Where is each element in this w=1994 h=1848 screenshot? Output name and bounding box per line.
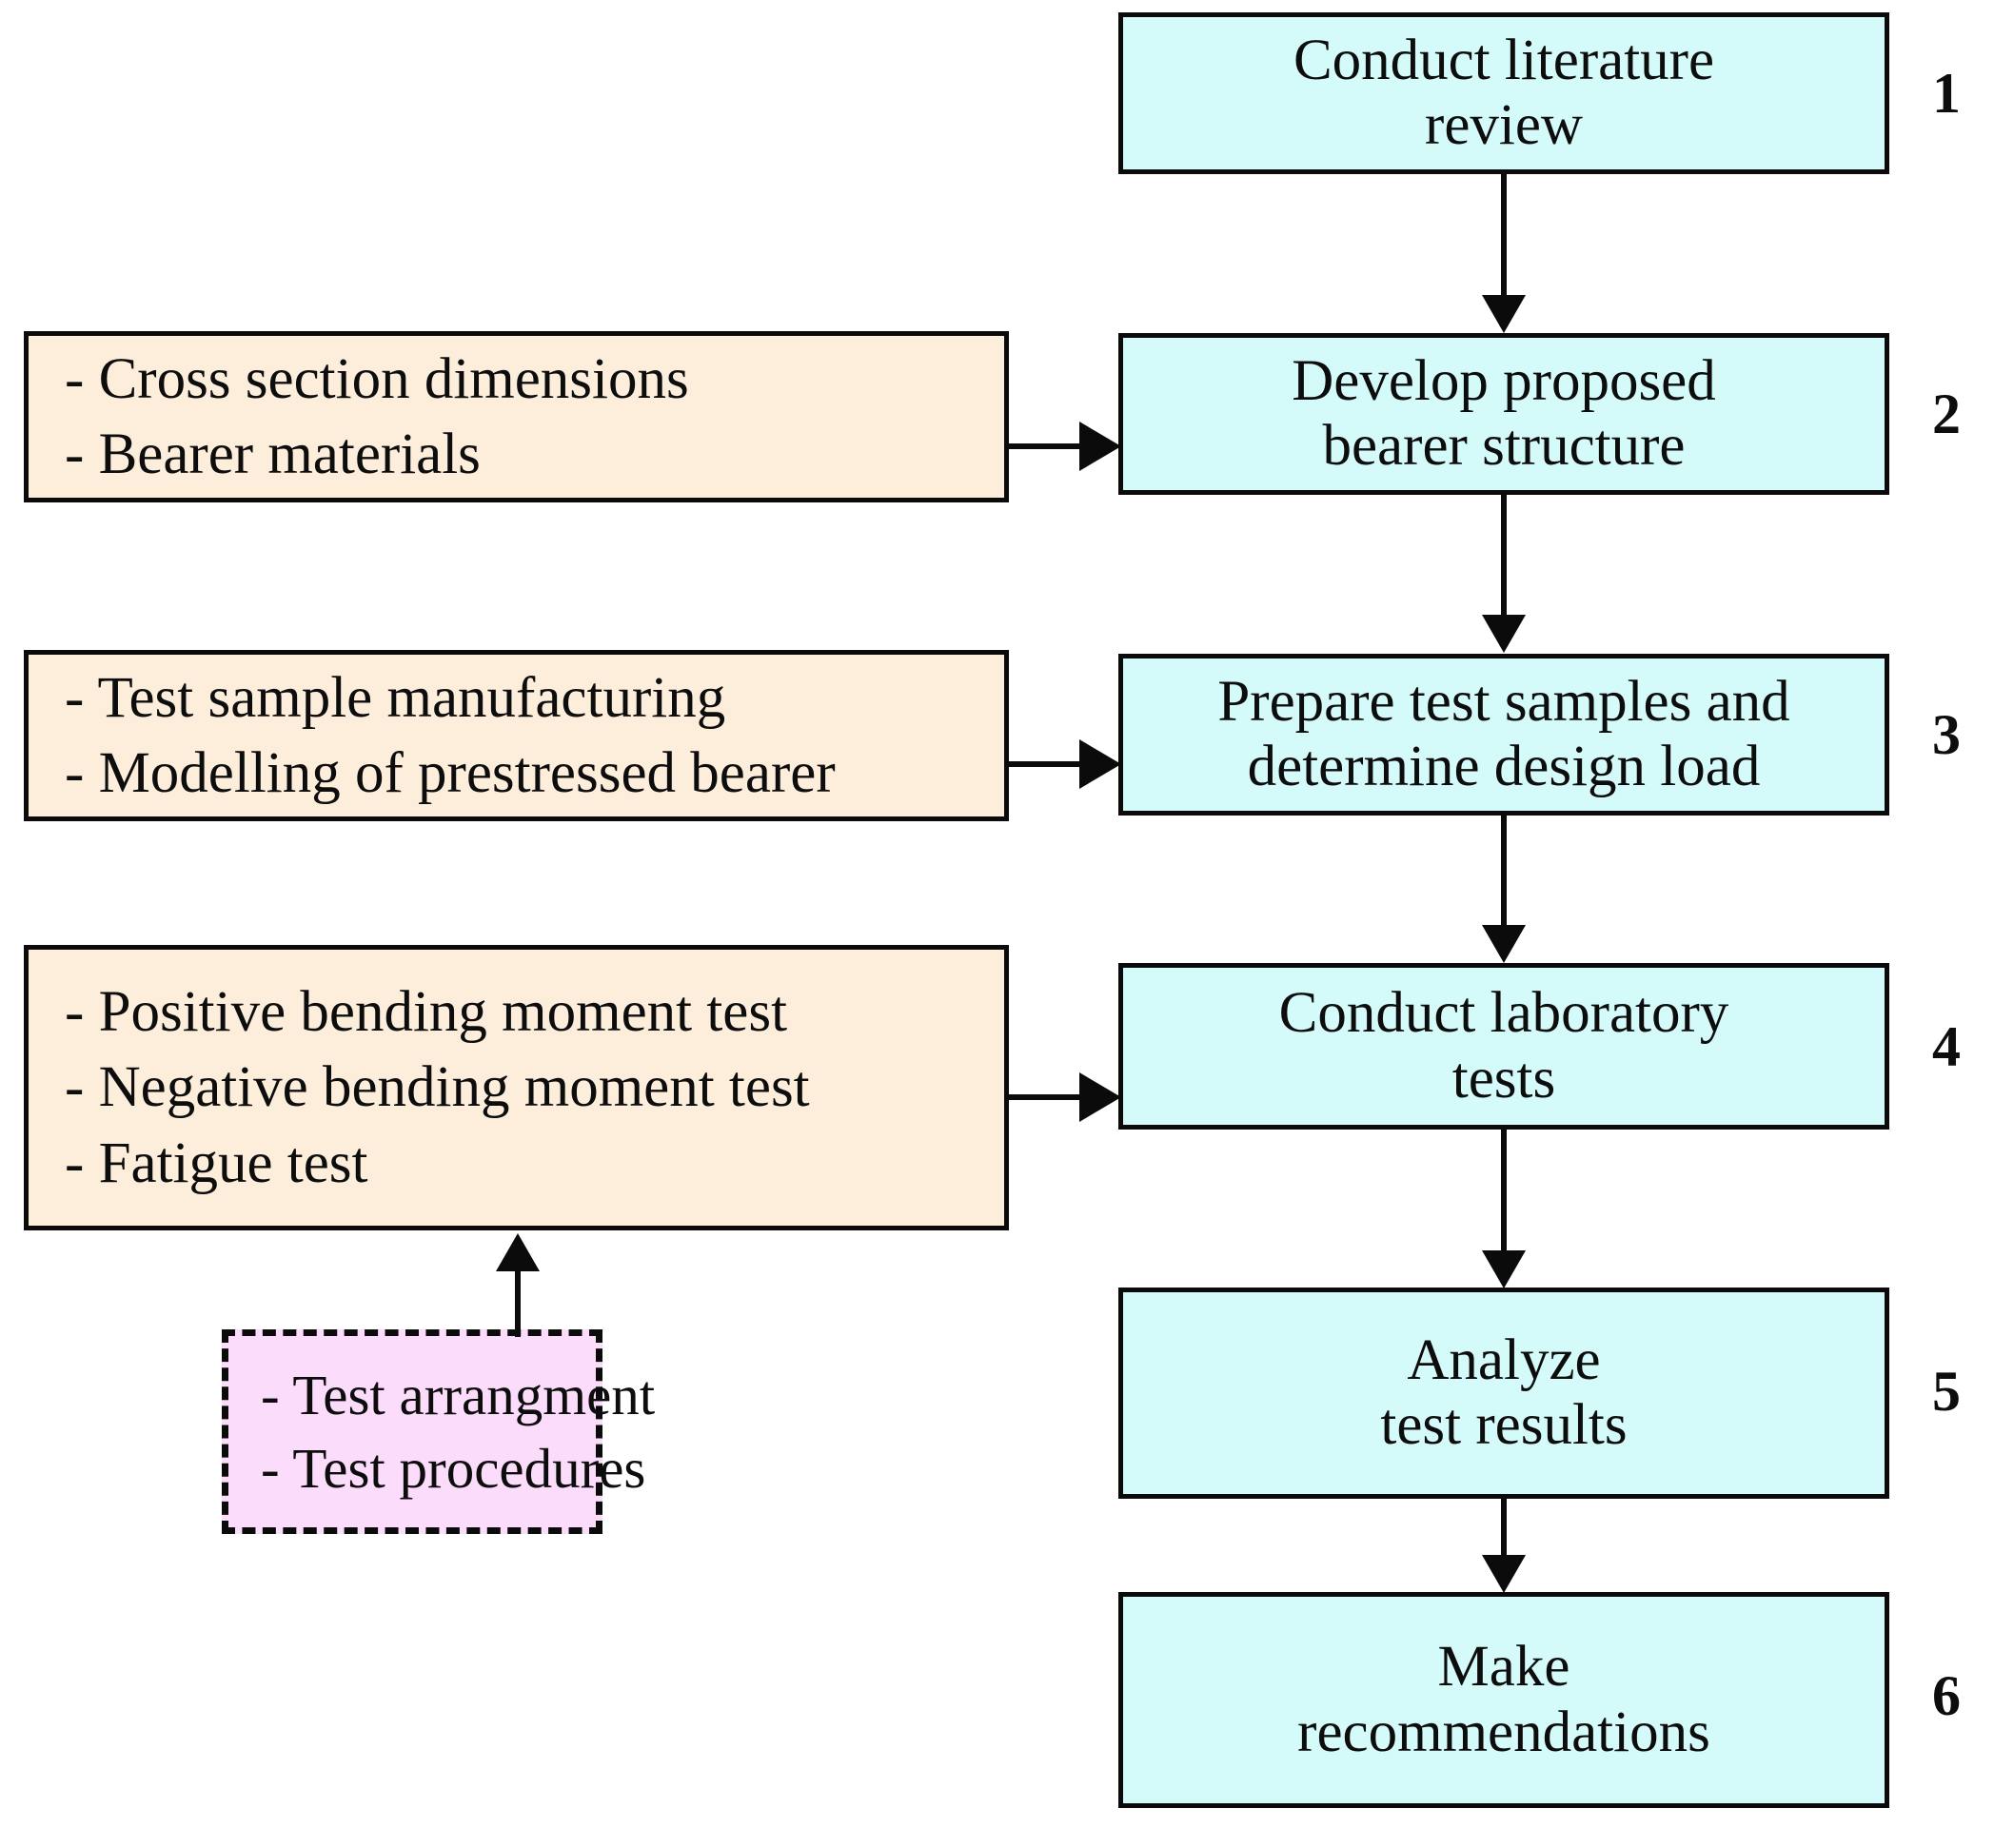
connector-input1-box2-arrowhead bbox=[1079, 422, 1121, 471]
process-box-4-line-2: tests bbox=[1451, 1046, 1556, 1111]
step-number-1: 1 bbox=[1932, 62, 1961, 125]
process-box-2-line-1: Develop proposed bbox=[1292, 348, 1716, 413]
process-box-3: Prepare test samples and determine desig… bbox=[1118, 654, 1889, 816]
input-box-3: - Positive bending moment test - Negativ… bbox=[24, 945, 1009, 1230]
input-box-3-line-2: - Negative bending moment test bbox=[65, 1055, 810, 1120]
input-box-3-line-3: - Fatigue test bbox=[65, 1130, 368, 1195]
step-number-5: 5 bbox=[1932, 1360, 1961, 1423]
connector-4-5-line bbox=[1501, 1130, 1507, 1253]
connector-input1-box2-line bbox=[1009, 443, 1083, 449]
process-box-1-line-2: review bbox=[1425, 93, 1583, 157]
connector-5-6-line bbox=[1501, 1499, 1507, 1558]
input-box-1-line-2: - Bearer materials bbox=[65, 423, 481, 486]
dashed-note-box: - Test arrangment - Test procedures bbox=[222, 1329, 655, 1534]
process-box-4-line-1: Conduct laboratory bbox=[1278, 981, 1729, 1046]
input-box-1-line-1: - Cross section dimensions bbox=[65, 346, 689, 411]
connector-4-5-arrowhead bbox=[1482, 1250, 1526, 1288]
process-box-2: Develop proposed bearer structure bbox=[1118, 333, 1889, 495]
connector-5-6-arrowhead bbox=[1482, 1555, 1526, 1593]
process-box-6-line-2: recommendations bbox=[1297, 1700, 1710, 1764]
process-box-4: Conduct laboratory tests bbox=[1118, 963, 1889, 1130]
step-number-6: 6 bbox=[1932, 1664, 1961, 1727]
process-box-2-line-2: bearer structure bbox=[1322, 414, 1686, 478]
input-box-1: - Cross section dimensions - Bearer mate… bbox=[24, 331, 1009, 502]
input-box-2-line-2: - Modelling of prestressed bearer bbox=[65, 741, 836, 805]
process-box-5: Analyze test results bbox=[1118, 1288, 1889, 1499]
connector-1-2-line bbox=[1501, 174, 1507, 298]
connector-input3-box4-line bbox=[1009, 1094, 1083, 1100]
connector-1-2-arrowhead bbox=[1482, 295, 1526, 333]
dashed-note-line-1: - Test arrangment bbox=[261, 1363, 656, 1426]
process-box-5-line-2: test results bbox=[1380, 1393, 1628, 1457]
connector-3-4-arrowhead bbox=[1482, 925, 1526, 963]
step-number-3: 3 bbox=[1932, 703, 1961, 766]
process-box-6: Make recommendations bbox=[1118, 1592, 1889, 1808]
process-box-1: Conduct literature review bbox=[1118, 12, 1889, 174]
process-box-3-line-1: Prepare test samples and bbox=[1217, 669, 1790, 734]
step-number-4: 4 bbox=[1932, 1015, 1961, 1078]
process-box-3-line-2: determine design load bbox=[1247, 735, 1761, 798]
dashed-note-line-2: - Test procedures bbox=[261, 1436, 646, 1500]
input-box-2-line-1: - Test sample manufacturing bbox=[65, 665, 726, 730]
connector-2-3-line bbox=[1501, 495, 1507, 617]
input-box-3-line-1: - Positive bending moment test bbox=[65, 980, 788, 1045]
connector-input2-box3-line bbox=[1009, 761, 1083, 767]
connector-2-3-arrowhead bbox=[1482, 615, 1526, 653]
process-box-6-line-1: Make bbox=[1437, 1635, 1570, 1700]
connector-dashed-input3-line bbox=[515, 1270, 521, 1337]
connector-3-4-line bbox=[1501, 816, 1507, 928]
connector-input2-box3-arrowhead bbox=[1079, 739, 1121, 789]
connector-dashed-input3-arrowhead bbox=[496, 1233, 540, 1271]
process-box-1-line-1: Conduct literature bbox=[1293, 28, 1715, 92]
step-number-2: 2 bbox=[1932, 383, 1961, 445]
input-box-2: - Test sample manufacturing - Modelling … bbox=[24, 650, 1009, 821]
process-box-5-line-1: Analyze bbox=[1407, 1327, 1601, 1392]
connector-input3-box4-arrowhead bbox=[1079, 1072, 1121, 1122]
